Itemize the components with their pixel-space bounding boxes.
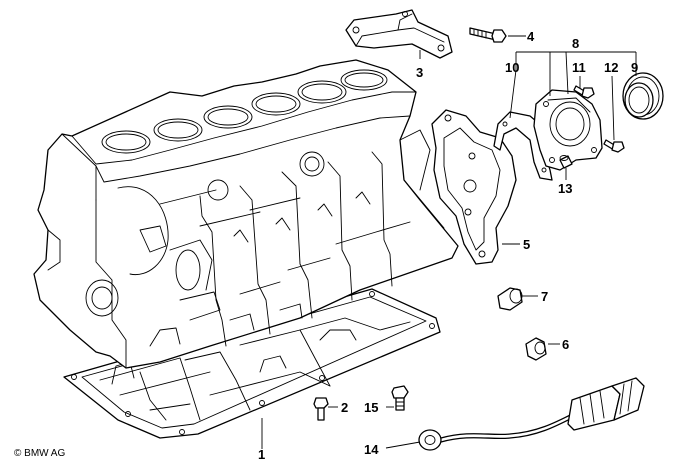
bolt-15[interactable] — [391, 385, 409, 411]
callout-12: 12 — [604, 60, 618, 75]
callout-2: 2 — [341, 400, 348, 415]
end-cover-gasket[interactable] — [431, 109, 517, 265]
callout-13: 13 — [558, 181, 572, 196]
callout-15: 15 — [364, 400, 378, 415]
callout-3: 3 — [416, 65, 423, 80]
oil-pan[interactable] — [63, 288, 441, 439]
screw-12[interactable] — [603, 139, 625, 153]
copyright-notice: © BMW AG — [14, 448, 65, 459]
dowel-sleeve[interactable] — [559, 155, 573, 169]
engine-bracket[interactable] — [345, 9, 453, 59]
callout-9: 9 — [631, 60, 638, 75]
callout-11: 11 — [572, 60, 586, 75]
plug-7[interactable] — [497, 287, 523, 311]
callout-7: 7 — [541, 289, 548, 304]
callout-1: 1 — [258, 447, 265, 461]
callout-6: 6 — [562, 337, 569, 352]
callout-14: 14 — [364, 442, 379, 457]
bolt-4[interactable] — [469, 27, 507, 43]
engine-block[interactable] — [33, 59, 459, 369]
shaft-seal[interactable] — [622, 72, 664, 120]
bolt-2[interactable] — [313, 397, 329, 421]
callout-8: 8 — [572, 36, 579, 51]
callout-labels: 1 2 3 4 5 6 7 8 9 10 11 12 13 14 15 — [258, 29, 638, 461]
screw-11[interactable] — [573, 85, 595, 99]
callout-4: 4 — [527, 29, 535, 44]
knock-sensor[interactable] — [418, 377, 645, 451]
leader-lines — [261, 35, 637, 449]
callout-5: 5 — [523, 237, 530, 252]
plug-6[interactable] — [525, 337, 547, 361]
end-cover[interactable] — [533, 89, 603, 171]
callout-10: 10 — [505, 60, 519, 75]
